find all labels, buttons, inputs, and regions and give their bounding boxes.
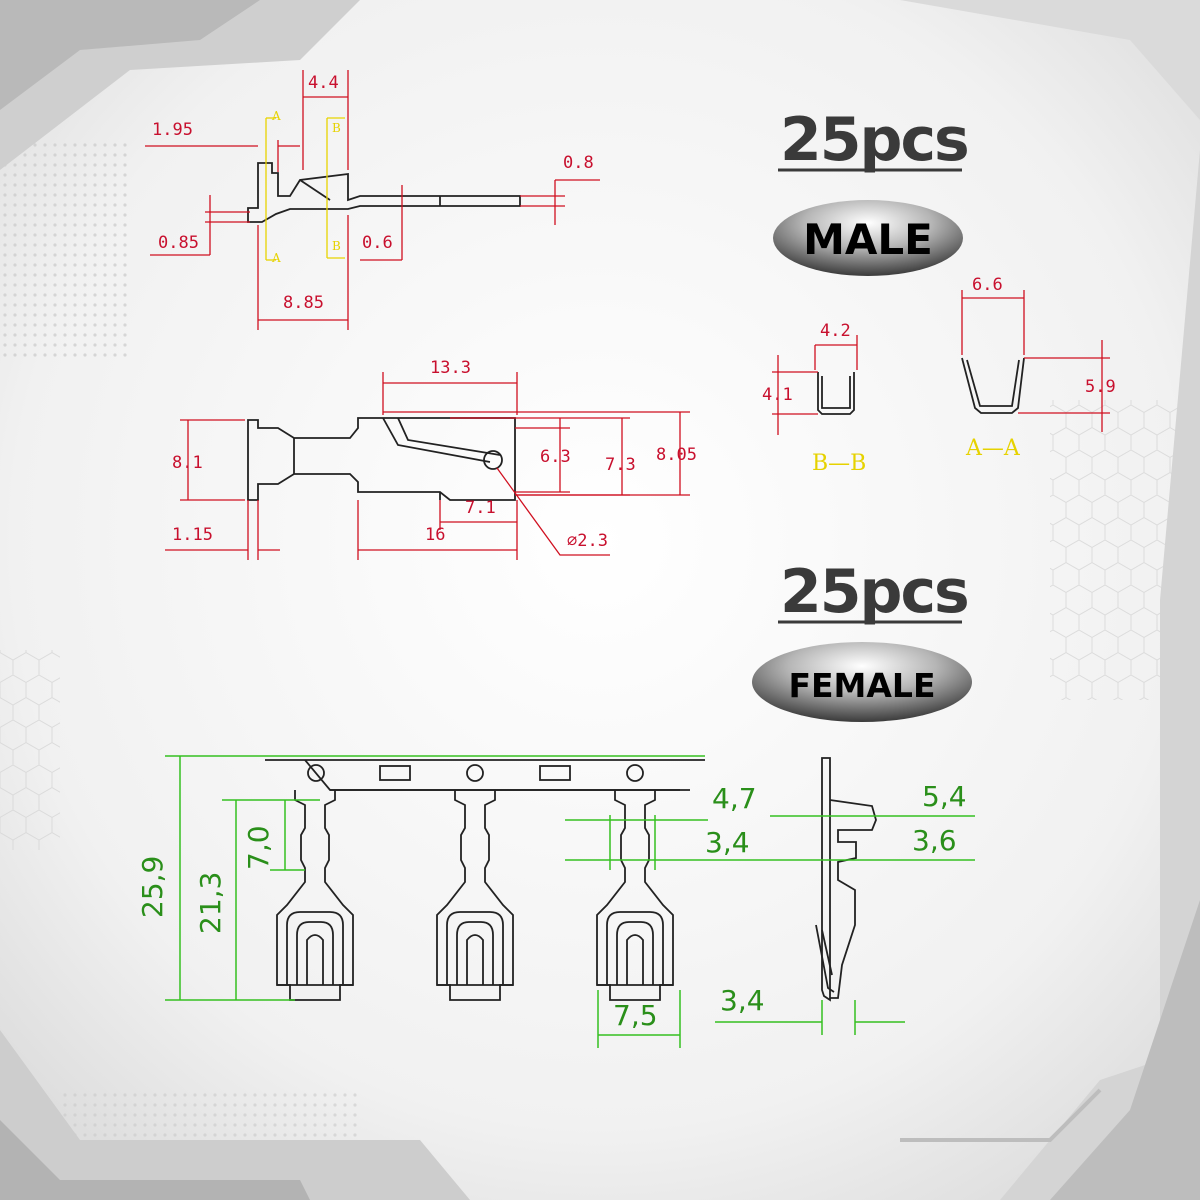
female-terminal (276, 790, 354, 1001)
dim-7-0: 7,0 (242, 825, 275, 870)
section-b-bottom: B (332, 239, 341, 253)
dim-4-2: 4.2 (820, 321, 851, 341)
dim-6-6: 6.6 (972, 275, 1003, 295)
dim-dia-2-3: ⌀2.3 (567, 531, 608, 551)
female-dimensions: 25,9 21,3 7,0 4,7 3,4 5,4 3,6 7,5 3,4 (136, 755, 975, 1048)
female-terminal (596, 790, 674, 1001)
dim-7-1: 7.1 (465, 498, 496, 518)
dim-0-8: 0.8 (563, 153, 594, 173)
male-badge-label: MALE (803, 215, 933, 264)
section-b-b-label: B—B (812, 451, 866, 476)
dim-5-9: 5.9 (1085, 377, 1116, 397)
male-badge (773, 200, 963, 276)
male-quantity: 25pcs (780, 105, 968, 175)
dim-25-9: 25,9 (136, 856, 169, 918)
dim-3-4-thickness: 3,4 (720, 984, 765, 1017)
dim-5-4: 5,4 (922, 780, 967, 813)
dim-8-85: 8.85 (283, 293, 324, 313)
section-a-bottom: A (271, 251, 281, 265)
dim-1-15: 1.15 (172, 525, 213, 545)
dim-0-85: 0.85 (158, 233, 199, 253)
section-b-top: B (332, 121, 341, 135)
male-side-view: A A B B 4.4 1.95 0.8 0.85 0.6 8.85 (145, 70, 600, 330)
dim-6-3: 6.3 (540, 447, 571, 467)
dim-7-3: 7.3 (605, 455, 636, 475)
male-top-view: 13.3 8.1 6.3 7.3 8.05 7.1 1.15 16 ⌀2.3 (165, 358, 697, 560)
dim-4-1: 4.1 (762, 385, 793, 405)
dim-7-5: 7,5 (613, 999, 658, 1032)
section-a-top: A (271, 109, 281, 123)
dim-8-05: 8.05 (656, 445, 697, 465)
dim-4-7: 4,7 (712, 782, 757, 815)
dim-16: 16 (425, 525, 445, 545)
section-a-a: 6.6 5.9 A—A (961, 275, 1116, 461)
dim-4-4: 4.4 (308, 73, 339, 93)
dim-8-1: 8.1 (172, 453, 203, 473)
female-terminal (436, 790, 514, 1001)
female-terminals (276, 790, 674, 1001)
female-quantity: 25pcs (780, 557, 968, 627)
female-side-view (815, 757, 877, 1002)
section-a-a-label: A—A (965, 436, 1021, 461)
female-badge (752, 642, 972, 722)
female-badge-label: FEMALE (788, 666, 935, 705)
dim-3-6: 3,6 (912, 824, 957, 857)
dim-21-3: 21,3 (194, 872, 227, 934)
dim-13-3: 13.3 (430, 358, 471, 378)
dim-1-95: 1.95 (152, 120, 193, 140)
female-label: 25pcs FEMALE (752, 557, 972, 722)
male-label: 25pcs MALE (773, 105, 970, 276)
dim-0-6: 0.6 (362, 233, 393, 253)
female-strip-view (265, 759, 705, 791)
dim-3-4-top: 3,4 (705, 826, 750, 859)
section-b-b: 4.2 4.1 B—B (762, 321, 866, 476)
